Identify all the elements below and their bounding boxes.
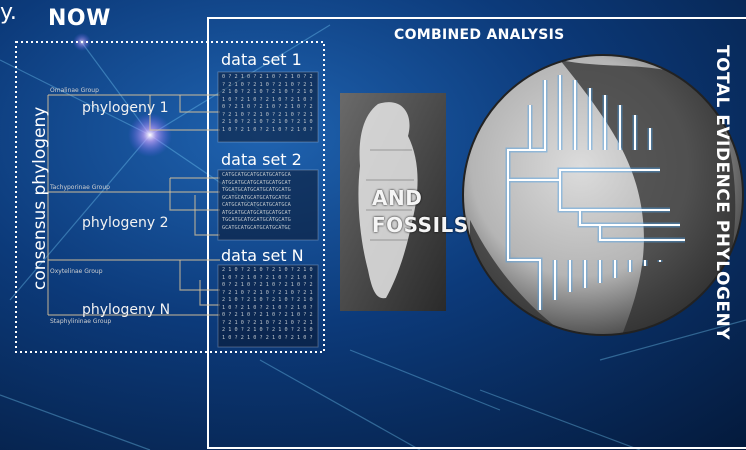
combined-analysis-title: COMBINED ANALYSIS — [394, 27, 565, 43]
consensus-tree — [47, 94, 220, 316]
group-label-4: Staphylininae Group — [50, 318, 112, 325]
data-matrix-2-bg — [217, 169, 319, 241]
data-set-1-label: data set 1 — [221, 50, 302, 69]
phylogeny-n-label: phylogeny N — [82, 302, 171, 318]
phylogeny-2-label: phylogeny 2 — [82, 215, 169, 231]
leading-text-fragment: y. — [0, 0, 17, 25]
data-set-n-label: data set N — [221, 246, 304, 265]
fossil-image — [340, 93, 446, 311]
phylogeny-1-label: phylogeny 1 — [82, 100, 169, 116]
data-matrix-1-bg — [217, 71, 319, 143]
total-evidence-tree — [505, 75, 685, 310]
consensus-phylogeny-label: consensus phylogeny — [30, 106, 50, 290]
total-evidence-label: TOTAL EVIDENCE PHYLOGENY — [712, 45, 732, 341]
group-label-3: Oxytelinae Group — [50, 268, 103, 275]
data-matrix-n-bg — [217, 264, 319, 348]
combined-analysis-frame — [207, 17, 746, 449]
data-matrix-2: CATGCATGCATGCATGCATGCA ATGCATGCATGCATGCA… — [222, 172, 291, 231]
consensus-frame — [15, 41, 325, 353]
fossils-label-line1: AND — [372, 186, 423, 210]
lens-flare — [128, 113, 172, 157]
data-matrix-1: 0 ? 2 1 0 ? 2 1 0 ? 2 1 0 ? 2 1 0 ? 2 1 … — [222, 74, 316, 133]
data-set-2-label: data set 2 — [221, 150, 302, 169]
data-matrix-n: 2 1 0 ? 2 1 0 ? 2 1 0 ? 2 1 0 ? 2 1 0 ? … — [222, 267, 316, 341]
globe — [462, 54, 744, 336]
fossils-label-line2: FOSSILS — [372, 213, 469, 237]
group-label-1: Omalinae Group — [50, 87, 99, 94]
group-label-2: Tachyporinae Group — [50, 184, 110, 191]
now-heading: NOW — [48, 6, 111, 31]
